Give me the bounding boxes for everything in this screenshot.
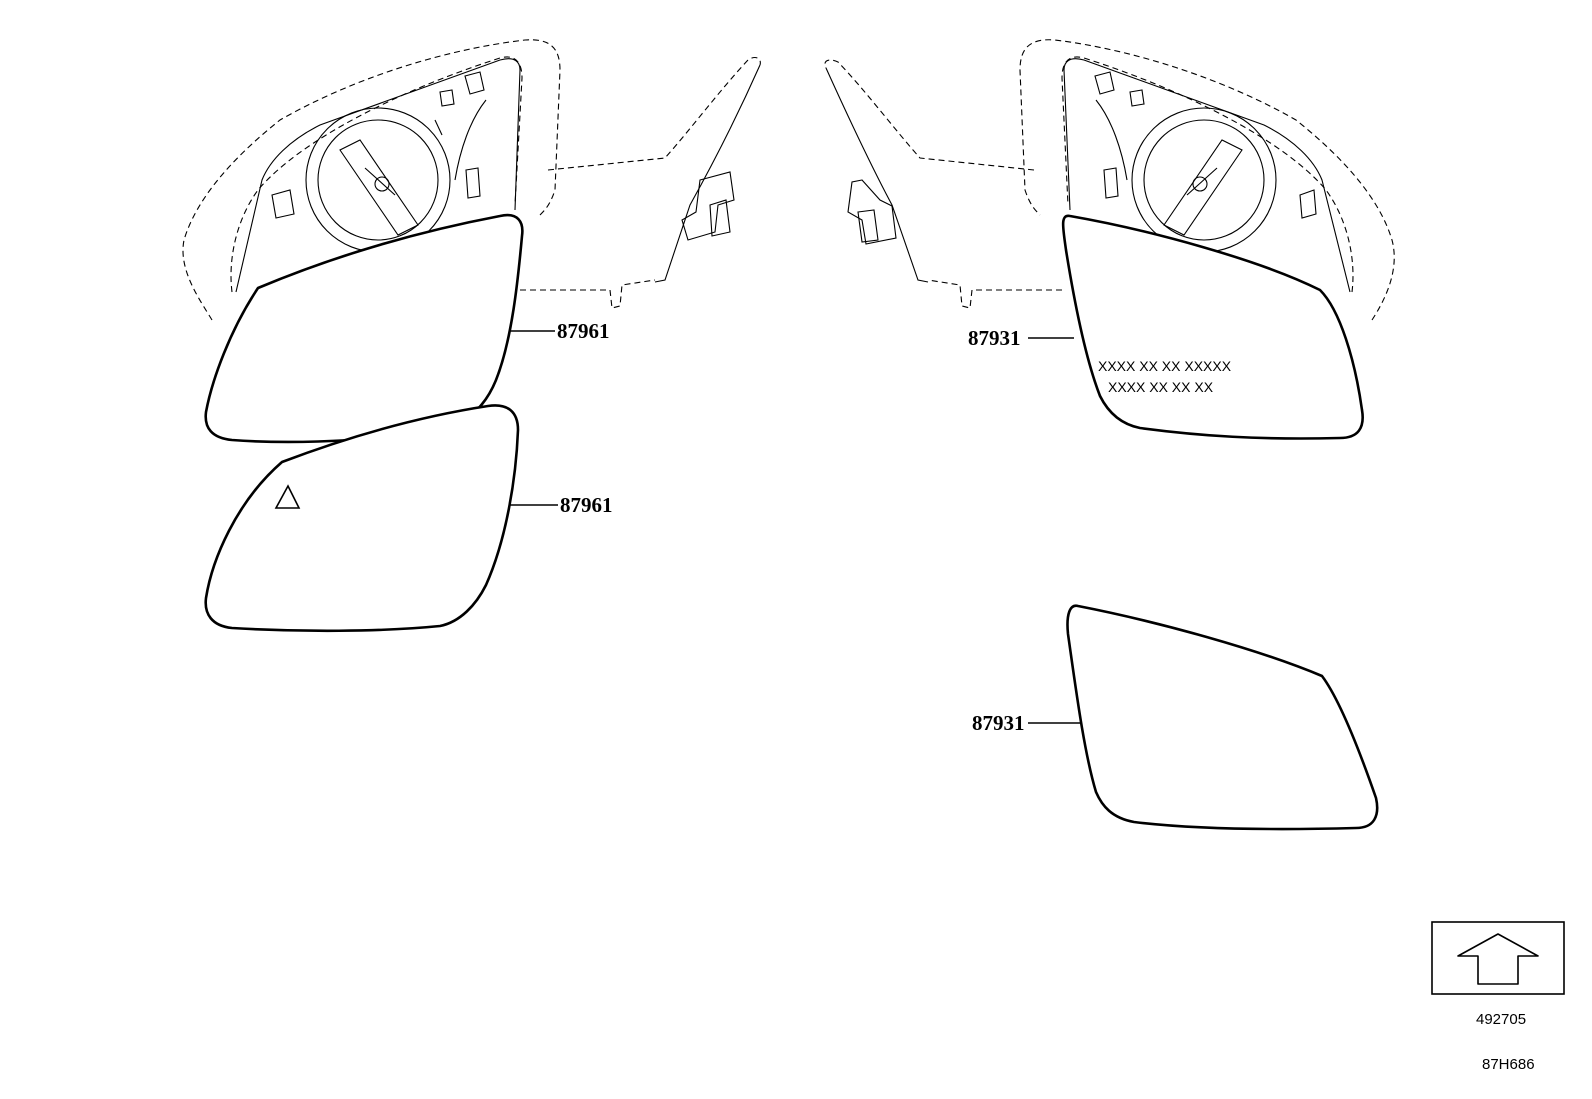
- illustration-number: 492705: [1476, 1011, 1526, 1028]
- part-number-87931-upper: 87931: [968, 326, 1021, 350]
- right-mirror-assembly: XXXX XX XX XXXXX XXXX XX XX XX 87931: [824, 39, 1395, 440]
- right-mirror-glass: 87931: [972, 604, 1379, 831]
- left-mirror-assembly: 87961: [182, 39, 761, 444]
- triangle-warning-icon: [274, 484, 301, 509]
- front-direction-indicator: [1431, 921, 1565, 995]
- up-arrow-icon: [1457, 933, 1539, 985]
- part-number-87961-upper: 87961: [557, 319, 610, 343]
- part-number-87931-lower: 87931: [972, 711, 1025, 735]
- left-mirror-glass-bsm: 87961: [204, 404, 613, 633]
- diagram-code: 87H686: [1482, 1056, 1535, 1073]
- glass-marking-line2: XXXX XX XX XX: [1108, 379, 1214, 395]
- part-number-87961-lower: 87961: [560, 493, 613, 517]
- glass-marking-line1: XXXX XX XX XXXXX: [1098, 358, 1232, 374]
